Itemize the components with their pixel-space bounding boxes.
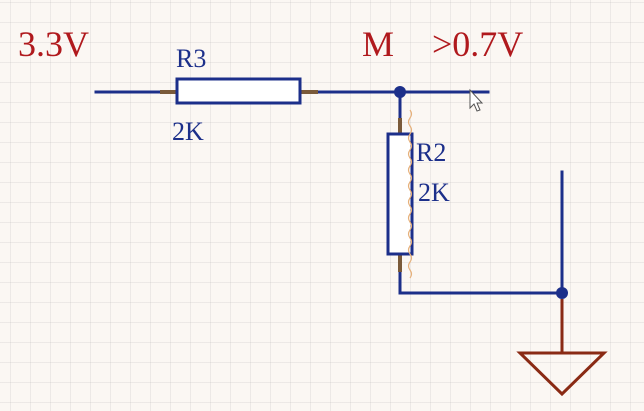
mouse-pointer-icon [469,88,484,112]
r2-selection-highlight [407,109,413,279]
supply-voltage-label: 3.3V [18,24,89,64]
wires [94,90,564,295]
junction-bottom-right[interactable] [556,287,568,299]
node-voltage-label: >0.7V [432,24,524,64]
r3-value: 2K [172,117,204,146]
junction-node-m[interactable] [394,86,406,98]
resistor-r3[interactable] [175,77,302,105]
ground-symbol-icon[interactable] [516,299,608,397]
r2-value: 2K [418,178,450,207]
r3-designator: R3 [176,44,207,73]
r2-designator: R2 [416,138,447,167]
node-m-label: M [362,24,395,64]
